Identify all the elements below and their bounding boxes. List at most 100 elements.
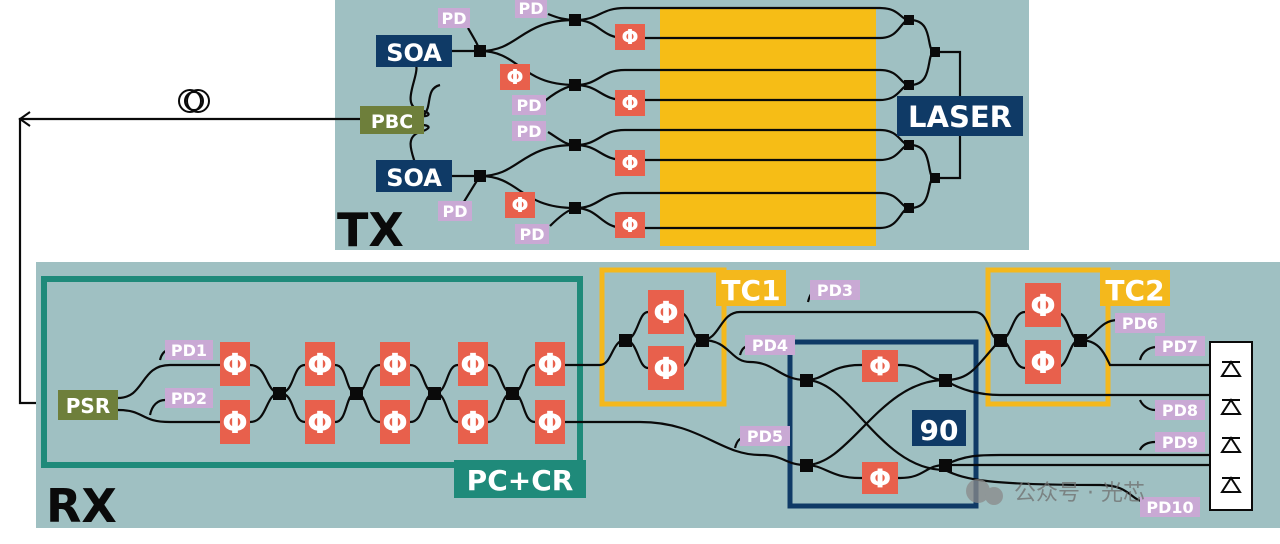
- phase-shifter-box: [305, 400, 335, 444]
- soa-bottom-label: SOA: [386, 164, 442, 192]
- phase-shifter: Φ: [305, 342, 335, 386]
- photodiode-label: PD10: [1146, 498, 1193, 517]
- photodiode-label: PD: [516, 96, 541, 115]
- modulator-region: [660, 8, 876, 246]
- phase-shifter: Φ: [380, 342, 410, 386]
- pc-cr-label: PC+CR: [467, 464, 574, 497]
- phase-symbol: Φ: [460, 406, 486, 441]
- phase-shifter: Φ: [615, 24, 645, 50]
- phase-symbol: Φ: [382, 348, 408, 383]
- phase-symbol: Φ: [307, 406, 333, 441]
- phase-shifter-box: [615, 212, 645, 238]
- tc2-box: [985, 267, 1111, 407]
- tc1-label: TC1: [721, 274, 780, 307]
- phase-shifter: Φ: [615, 150, 645, 176]
- phase-symbol: Φ: [537, 406, 563, 441]
- photodiode-label: PD5: [747, 427, 783, 446]
- pbc-label: PBC: [371, 111, 413, 133]
- photodiode-tag-pd4: PD4: [745, 335, 795, 355]
- phase-shifter: Φ: [380, 400, 410, 444]
- photodiode-tag-pd6: PD6: [1115, 313, 1165, 333]
- hybrid-label: 90: [920, 414, 959, 447]
- phase-shifter: Φ: [220, 342, 250, 386]
- photodiode-label: PD: [441, 9, 466, 28]
- phase-symbol: Φ: [869, 352, 891, 382]
- photodiode-box: [740, 426, 790, 446]
- photodiode-box: [810, 280, 860, 300]
- phase-shifter-box: [862, 462, 898, 494]
- photodiode-box: [1155, 336, 1205, 356]
- phase-symbol: Φ: [1030, 289, 1056, 324]
- phase-shifter-box: [615, 150, 645, 176]
- photodiode-tag-tx-2: PD: [512, 95, 546, 115]
- pc-cr-tag: [454, 460, 586, 498]
- phase-shifter: Φ: [535, 342, 565, 386]
- psr-box: [58, 390, 118, 420]
- photodiode-box: [745, 335, 795, 355]
- photodiode-tag-pd5: PD5: [740, 426, 790, 446]
- watermark-text: 公众号 · 光芯: [1014, 481, 1145, 506]
- tx-photodiodes: PD PD PD PD PD PD: [438, 0, 549, 244]
- photodiode-tag-pd2: PD2: [165, 388, 213, 408]
- psr-label: PSR: [66, 394, 110, 418]
- photodiode-box: [1140, 497, 1200, 517]
- phase-shifter: Φ: [862, 462, 898, 494]
- photodiode-label: PD9: [1162, 433, 1198, 452]
- photodiode-tag-tx-4: PD: [438, 201, 472, 221]
- soa-bottom-box: [376, 160, 452, 192]
- tx-junctions: [474, 14, 940, 214]
- photodiode-box: [1155, 432, 1205, 452]
- tc1-box: [599, 267, 727, 407]
- phase-shifter-box: [648, 346, 684, 390]
- phase-symbol: Φ: [621, 25, 638, 49]
- phase-shifter-box: [458, 342, 488, 386]
- photodiode-box: [165, 340, 213, 360]
- phase-shifter: Φ: [535, 400, 565, 444]
- tx-title: TX: [337, 203, 404, 257]
- phase-symbol: Φ: [506, 65, 523, 89]
- soa-top-label: SOA: [386, 39, 442, 67]
- photodiode-label: PD7: [1162, 337, 1198, 356]
- photodiode-label: PD: [442, 202, 467, 221]
- soa-top-box: [376, 35, 452, 67]
- photodiode-tag-pd8: PD8: [1155, 400, 1205, 420]
- photodiode-label: PD2: [171, 389, 207, 408]
- phase-symbol: Φ: [537, 348, 563, 383]
- laser-label: LASER: [908, 100, 1012, 134]
- phase-symbol: Φ: [653, 296, 679, 331]
- input-arrow-icon: [18, 111, 31, 127]
- phase-symbol: Φ: [621, 151, 638, 175]
- photodiode-label: PD3: [817, 281, 853, 300]
- phase-shifter: Φ: [458, 400, 488, 444]
- phase-symbol: Φ: [653, 352, 679, 387]
- phase-symbol: Φ: [621, 213, 638, 237]
- phase-shifter-box: [615, 90, 645, 116]
- phase-symbol: Φ: [222, 348, 248, 383]
- phase-shifter: Φ: [615, 90, 645, 116]
- phase-shifter-box: [458, 400, 488, 444]
- photodiode-label: PD8: [1162, 401, 1198, 420]
- photodiode-box: [515, 0, 547, 18]
- tc2-label: TC2: [1105, 274, 1164, 307]
- phase-shifter-box: [505, 192, 535, 218]
- photodiode-tag-pd7: PD7: [1155, 336, 1205, 356]
- phase-shifter: Φ: [615, 212, 645, 238]
- phase-symbol: Φ: [869, 464, 891, 494]
- photodiode-label: PD: [518, 0, 543, 18]
- tc2-tag: [1100, 270, 1170, 306]
- hybrid-box: [787, 339, 979, 509]
- photodiode-box: [512, 95, 546, 115]
- phase-shifter-box: [305, 342, 335, 386]
- photodiode-tag-tx-5: PD: [515, 224, 549, 244]
- phase-shifter-box: [1025, 283, 1061, 327]
- photodiode-box: [438, 8, 470, 28]
- phase-shifter: Φ: [1025, 283, 1061, 327]
- photodiode-tag-tx-3: PD: [512, 121, 546, 141]
- phase-shifter: Φ: [862, 350, 898, 382]
- phase-shifter-box: [535, 342, 565, 386]
- photodiode-label: PD6: [1122, 314, 1158, 333]
